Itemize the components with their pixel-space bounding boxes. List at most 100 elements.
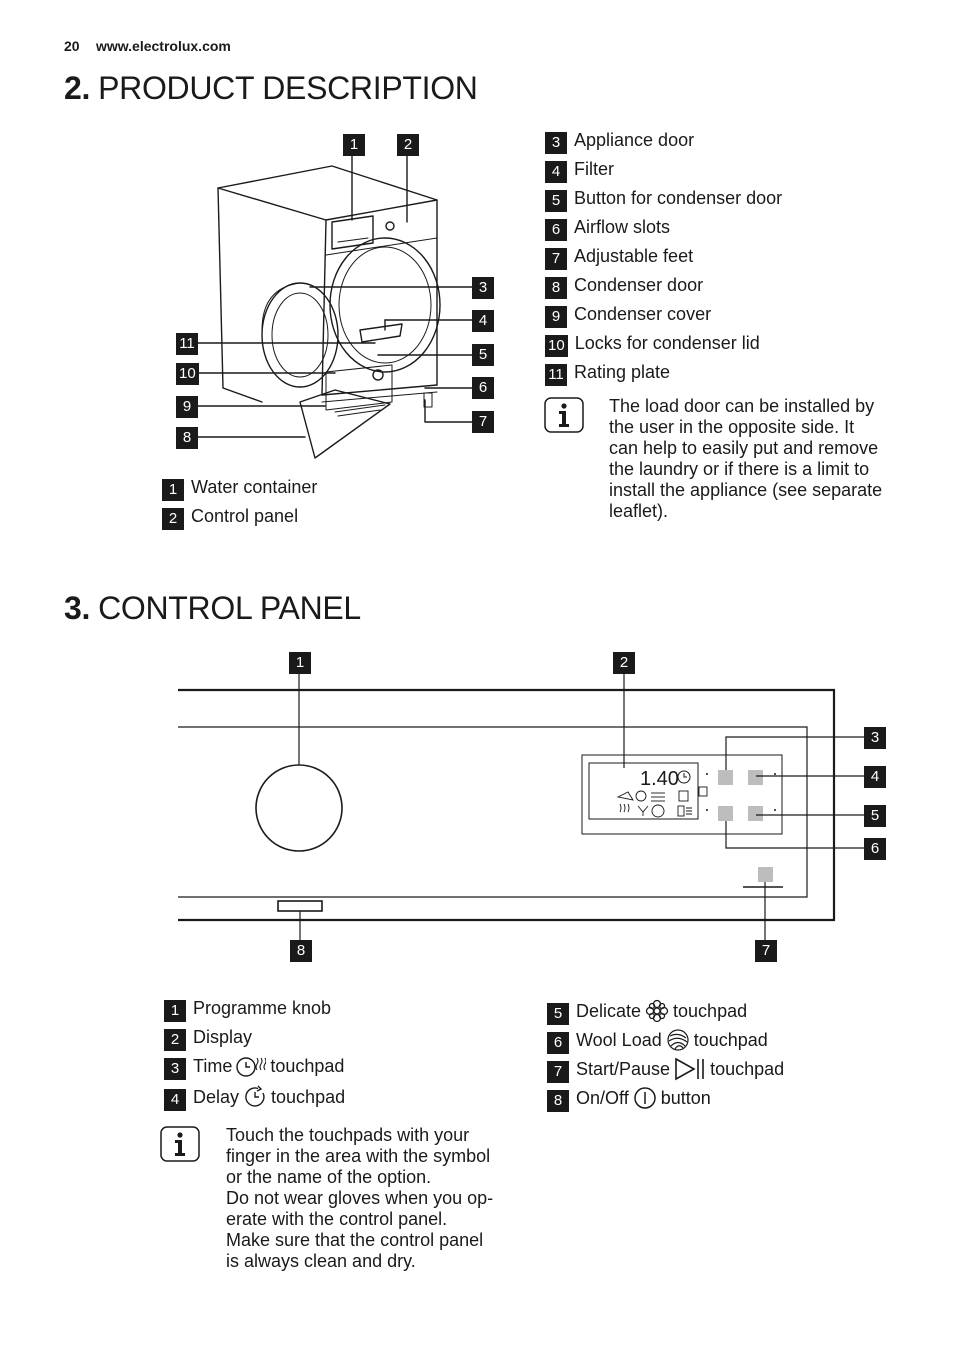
info-line: The load door can be installed by (609, 396, 875, 416)
section-3-title: CONTROL PANEL (98, 590, 361, 626)
info-note-touchpads: Touch the touchpads with your finger in … (226, 1125, 526, 1272)
callout-badge-9: 9 (176, 396, 198, 418)
delicate-touchpad (748, 806, 763, 821)
time-touchpad (718, 770, 733, 785)
cp-callout-badge-8: 8 (290, 940, 312, 962)
info-icon (160, 1126, 200, 1162)
info-line: Touch the touchpads with your (226, 1125, 470, 1145)
legend-suffix: touchpad (271, 1086, 346, 1107)
info-line: the laundry or if there is a limit to (609, 459, 870, 479)
info-line: Make sure that the control panel (226, 1230, 484, 1250)
cp-callout-badge-7: 7 (755, 940, 777, 962)
display-screen (588, 762, 699, 820)
callout-badge-11: 11 (176, 333, 198, 355)
legend-label: Airflow slots (574, 216, 671, 237)
legend-item: 7 Start/Pause touchpad (547, 1055, 784, 1083)
legend-badge: 2 (164, 1029, 186, 1051)
delay-touchpad (748, 770, 763, 785)
legend-label: Condenser door (574, 274, 704, 295)
legend-badge: 2 (162, 508, 184, 530)
wool-ball-icon (667, 1029, 689, 1051)
info-icon (544, 397, 584, 433)
legend-item: 3 Time touchpad (164, 1052, 344, 1080)
legend-item: 2 Display (164, 1023, 252, 1051)
cp-callout-badge-6: 6 (864, 838, 886, 860)
section-2-title: PRODUCT DESCRIPTION (98, 70, 478, 106)
legend-label: Adjustable feet (574, 245, 694, 266)
legend-label: Condenser cover (574, 303, 712, 324)
info-line: or the name of the option. (226, 1167, 432, 1187)
legend-item: 9 Condenser cover (545, 300, 711, 328)
legend-label: Wool Load (576, 1029, 662, 1050)
callout-badge-7: 7 (472, 411, 494, 433)
section-3-number: 3. (64, 590, 91, 626)
legend-badge: 9 (545, 306, 567, 328)
cp-callout-badge-4: 4 (864, 766, 886, 788)
dryer-illustration (197, 153, 473, 459)
legend-badge: 1 (162, 479, 184, 501)
info-line: erate with the control panel. (226, 1209, 448, 1229)
legend-label: Filter (574, 158, 614, 179)
callout-badge-10: 10 (176, 363, 199, 385)
legend-item: 4 Delay touchpad (164, 1083, 345, 1111)
legend-item: 6 Airflow slots (545, 213, 670, 241)
cp-callout-badge-3: 3 (864, 727, 886, 749)
callout-badge-3: 3 (472, 277, 494, 299)
legend-badge: 4 (545, 161, 567, 183)
legend-badge: 4 (164, 1089, 186, 1111)
cp-callout-badge-2: 2 (613, 652, 635, 674)
legend-item: 2 Control panel (162, 502, 298, 530)
programme-knob (255, 764, 343, 852)
legend-item: 1 Water container (162, 473, 317, 501)
legend-badge: 5 (545, 190, 567, 212)
delay-clock-icon (245, 1085, 265, 1107)
legend-suffix: touchpad (710, 1058, 785, 1079)
legend-badge: 6 (545, 219, 567, 241)
callout-badge-4: 4 (472, 310, 494, 332)
legend-badge: 5 (547, 1003, 569, 1025)
page-number: 20 (64, 38, 80, 54)
info-line: Do not wear gloves when you op- (226, 1188, 494, 1208)
callout-badge-1: 1 (343, 134, 365, 156)
legend-label: Rating plate (574, 361, 671, 382)
legend-label: Display (193, 1026, 253, 1047)
legend-suffix: touchpad (270, 1055, 345, 1076)
display-time-readout: 1.40 (640, 768, 679, 790)
info-line: can help to easily put and remove (609, 438, 879, 458)
cp-callout-badge-1: 1 (289, 652, 311, 674)
legend-label: Delicate (576, 1000, 642, 1021)
time-dry-icon (236, 1057, 267, 1077)
legend-item: 1 Programme knob (164, 994, 331, 1022)
legend-suffix: touchpad (673, 1000, 748, 1021)
legend-label: Locks for condenser lid (574, 332, 760, 353)
legend-item: 6 Wool Load touchpad (547, 1026, 768, 1054)
legend-item: 8 On/Off button (547, 1084, 711, 1112)
legend-label: Programme knob (193, 997, 332, 1018)
website-url[interactable]: www.electrolux.com (96, 38, 231, 54)
legend-badge: 10 (545, 335, 568, 357)
legend-badge: 1 (164, 1000, 186, 1022)
legend-badge: 3 (164, 1058, 186, 1080)
wool-load-touchpad (718, 806, 733, 821)
callout-badge-6: 6 (472, 377, 494, 399)
power-icon (633, 1087, 656, 1109)
callout-badge-8: 8 (176, 427, 198, 449)
delicate-flower-icon (645, 999, 669, 1023)
legend-badge: 7 (547, 1061, 569, 1083)
legend-label: Appliance door (574, 129, 695, 150)
info-line: leaflet). (609, 501, 669, 521)
callout-badge-5: 5 (472, 344, 494, 366)
info-line: finger in the area with the symbol (226, 1146, 491, 1166)
section-2-heading: 2.PRODUCT DESCRIPTION (64, 70, 478, 107)
legend-label: Delay (193, 1086, 240, 1107)
legend-item: 4 Filter (545, 155, 614, 183)
legend-suffix: touchpad (693, 1029, 768, 1050)
legend-label: On/Off (576, 1087, 629, 1108)
control-panel-illustration: 1.40 (178, 674, 864, 940)
on-off-button (277, 900, 323, 912)
